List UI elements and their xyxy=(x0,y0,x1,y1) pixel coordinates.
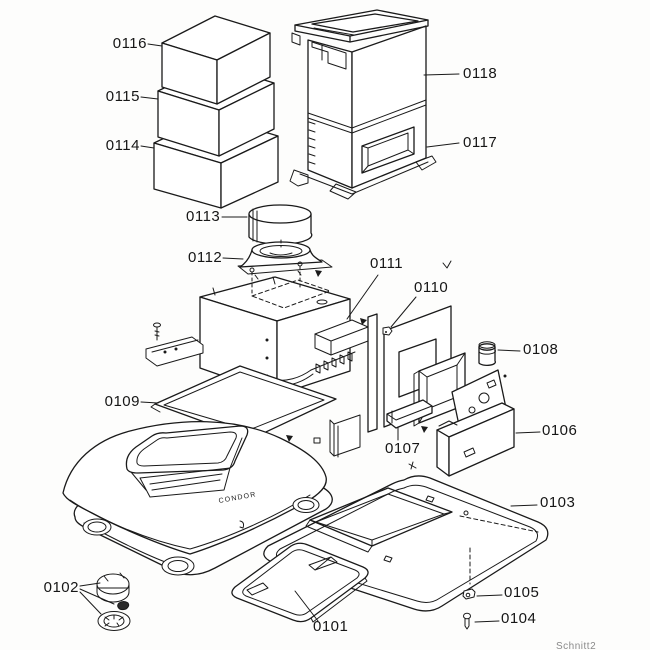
part-label-0115: 0115 xyxy=(105,88,140,105)
leader-0118 xyxy=(423,73,460,76)
leader-0104 xyxy=(474,620,500,623)
misc-fasteners xyxy=(286,260,507,470)
part-label-0106: 0106 xyxy=(542,422,578,439)
left-bracket xyxy=(145,322,204,367)
leader-0117 xyxy=(426,142,460,148)
part-label-0107: 0107 xyxy=(385,440,421,457)
leader-0101 xyxy=(294,590,319,622)
part-0115-box xyxy=(157,63,275,157)
small-angle-bracket xyxy=(329,414,361,458)
part-0108-capacitor xyxy=(478,341,497,366)
leader-0108 xyxy=(497,349,521,352)
part-label-0103: 0103 xyxy=(540,494,576,511)
leader-0112 xyxy=(222,257,244,260)
part-0101-plate xyxy=(231,542,369,623)
leader-0114 xyxy=(140,145,155,149)
part-0113-cylinder xyxy=(248,204,313,245)
part-label-0110: 0110 xyxy=(414,279,449,296)
leader-0106 xyxy=(515,431,541,434)
part-label-0117: 0117 xyxy=(463,134,498,151)
part-label-0101: 0101 xyxy=(313,618,349,635)
leader-lines xyxy=(79,43,541,623)
part-0118-0117-container xyxy=(289,9,437,200)
assembly-dashed-lines xyxy=(249,239,303,297)
part-label-0116: 0116 xyxy=(112,35,147,52)
leader-0110 xyxy=(390,296,417,328)
part-0104-screw xyxy=(463,612,471,630)
part-curved-cover-shell: CONDOR xyxy=(62,421,327,555)
part-label-0113: 0113 xyxy=(186,208,221,225)
leader-0111 xyxy=(346,274,379,320)
leader-0116 xyxy=(147,43,163,47)
leader-0115 xyxy=(140,96,159,100)
main-housing-box xyxy=(199,276,369,396)
part-label-0102: 0102 xyxy=(43,579,79,596)
part-0105-grommet xyxy=(462,588,476,600)
leader-0109 xyxy=(140,401,159,404)
part-0107-relay xyxy=(386,399,433,429)
part-0102-feet-set xyxy=(96,572,131,631)
part-label-0105: 0105 xyxy=(504,584,540,601)
leader-0105 xyxy=(476,594,503,597)
corner-text: Schnitt2 xyxy=(556,641,597,650)
leader-0102 xyxy=(79,582,115,615)
part-label-0118: 0118 xyxy=(463,65,498,82)
part-label-0114: 0114 xyxy=(105,137,140,154)
part-label-0112: 0112 xyxy=(188,249,223,266)
part-label-0109: 0109 xyxy=(104,393,140,410)
leader-0103 xyxy=(510,504,538,507)
part-label-0111: 0111 xyxy=(370,255,404,272)
cover-base-feet xyxy=(82,497,320,576)
part-0116-box xyxy=(161,15,271,105)
part-0106-cover xyxy=(436,402,515,477)
part-label-0104: 0104 xyxy=(501,610,537,627)
part-label-0108: 0108 xyxy=(523,341,559,358)
